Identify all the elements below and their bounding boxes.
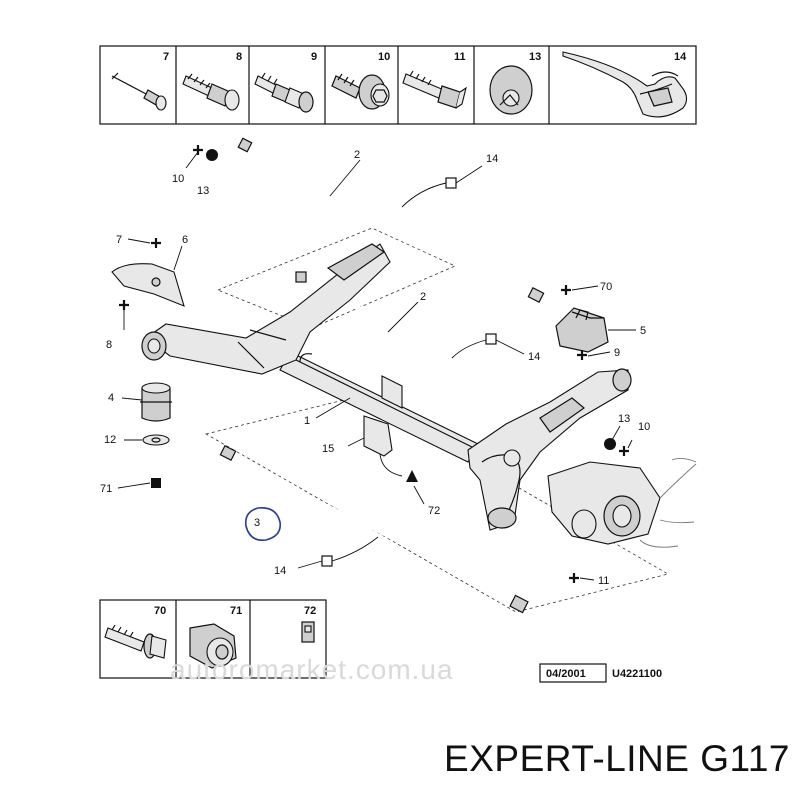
screw-8-icon: [182, 73, 240, 111]
cable-clip-72-icon: [259, 621, 315, 662]
bolt-70-icon: [104, 624, 167, 659]
leader-lines: [117, 151, 636, 581]
nut-71-icon: [189, 623, 237, 669]
callout-4: 4: [108, 392, 114, 404]
callout-2-middle: 2: [420, 291, 426, 303]
top-parts-strip: 7 8 9 10 11 13 14: [99, 45, 697, 125]
axle-tube-1: [279, 351, 479, 463]
callout-10-right: 10: [638, 421, 650, 433]
left-trailing-arm: [141, 243, 391, 375]
torsion-bar-2-upper: [237, 137, 545, 303]
callout-70: 70: [600, 281, 612, 293]
washer-12: [142, 434, 170, 446]
bracket-14-icon: [562, 51, 688, 118]
date-label: 04/2001: [546, 668, 586, 680]
reference-code: U4221100: [612, 668, 662, 680]
cell-label-8: 8: [236, 51, 242, 63]
mount-block-5: [555, 307, 609, 353]
nut-71-marker: [151, 478, 161, 488]
callout-71: 71: [100, 483, 112, 495]
callout-6: 6: [182, 234, 188, 246]
callout-14-upper: 14: [486, 153, 498, 165]
date-box: [539, 663, 607, 683]
plus-markers: [119, 145, 629, 583]
cell-label-14: 14: [674, 51, 687, 63]
square-14-middle: [485, 333, 497, 345]
callout-9: 9: [614, 347, 620, 359]
callout-14-middle: 14: [528, 351, 540, 363]
cell-label-10: 10: [378, 51, 390, 63]
callout-10-upper: 10: [172, 173, 184, 185]
hex-bolt-11-icon: [402, 70, 467, 109]
clip-72-arc: [379, 453, 403, 477]
callout-14-lower: 14: [274, 565, 286, 577]
torsion-bar-2-middle: [337, 298, 613, 402]
cell-label-11: 11: [454, 51, 466, 63]
callout-8: 8: [106, 339, 112, 351]
cell-label-71: 71: [230, 605, 242, 617]
cell-label-72: 72: [304, 605, 316, 617]
dot-13-right: [604, 438, 616, 450]
bolt-9-icon: [254, 72, 314, 113]
watermark: autoromarket.com.ua: [170, 654, 454, 685]
assembly-outline-upper: [216, 227, 456, 329]
torsion-bar-3-lower: [219, 445, 529, 614]
washer-13-icon: [489, 65, 533, 115]
square-14-upper: [445, 177, 457, 189]
cell-label-70: 70: [154, 605, 166, 617]
right-trailing-arm: [467, 368, 632, 531]
hub-carrier: [547, 457, 697, 548]
bushing-4: [140, 382, 172, 422]
bracket-15: [363, 415, 393, 457]
flange-screw-10-icon: [331, 73, 390, 110]
callout-1: 1: [304, 415, 310, 427]
main-assembly: 10 13 2 14 7 6 8 70 5 2 14 9 4 1 12 71 1…: [100, 137, 697, 614]
mount-bracket-6: [111, 263, 185, 307]
dot-13-upper: [206, 149, 218, 161]
callout-13-right: 13: [618, 413, 630, 425]
cell-label-13: 13: [529, 51, 541, 63]
callout-7: 7: [116, 234, 122, 246]
callout-13-upper: 13: [197, 185, 209, 197]
bolt-7-icon: [111, 72, 167, 111]
callout-12: 12: [104, 434, 116, 446]
callout-72: 72: [428, 505, 440, 517]
callout-15: 15: [322, 443, 334, 455]
bottom-parts-strip: 70 71 72: [99, 599, 327, 679]
brand-part-label: EXPERT-LINE G117: [444, 738, 790, 779]
cell-label-9: 9: [311, 51, 317, 63]
callout-3: 3: [254, 517, 260, 529]
callout-2-upper: 2: [354, 149, 360, 161]
handwritten-circle-3: [244, 506, 282, 542]
triangle-72: [406, 470, 418, 482]
callout-11: 11: [598, 575, 609, 587]
square-14-lower: [321, 555, 333, 567]
cell-label-7: 7: [163, 51, 169, 63]
bottom-strip-frame: [99, 599, 327, 679]
callout-5: 5: [640, 325, 646, 337]
